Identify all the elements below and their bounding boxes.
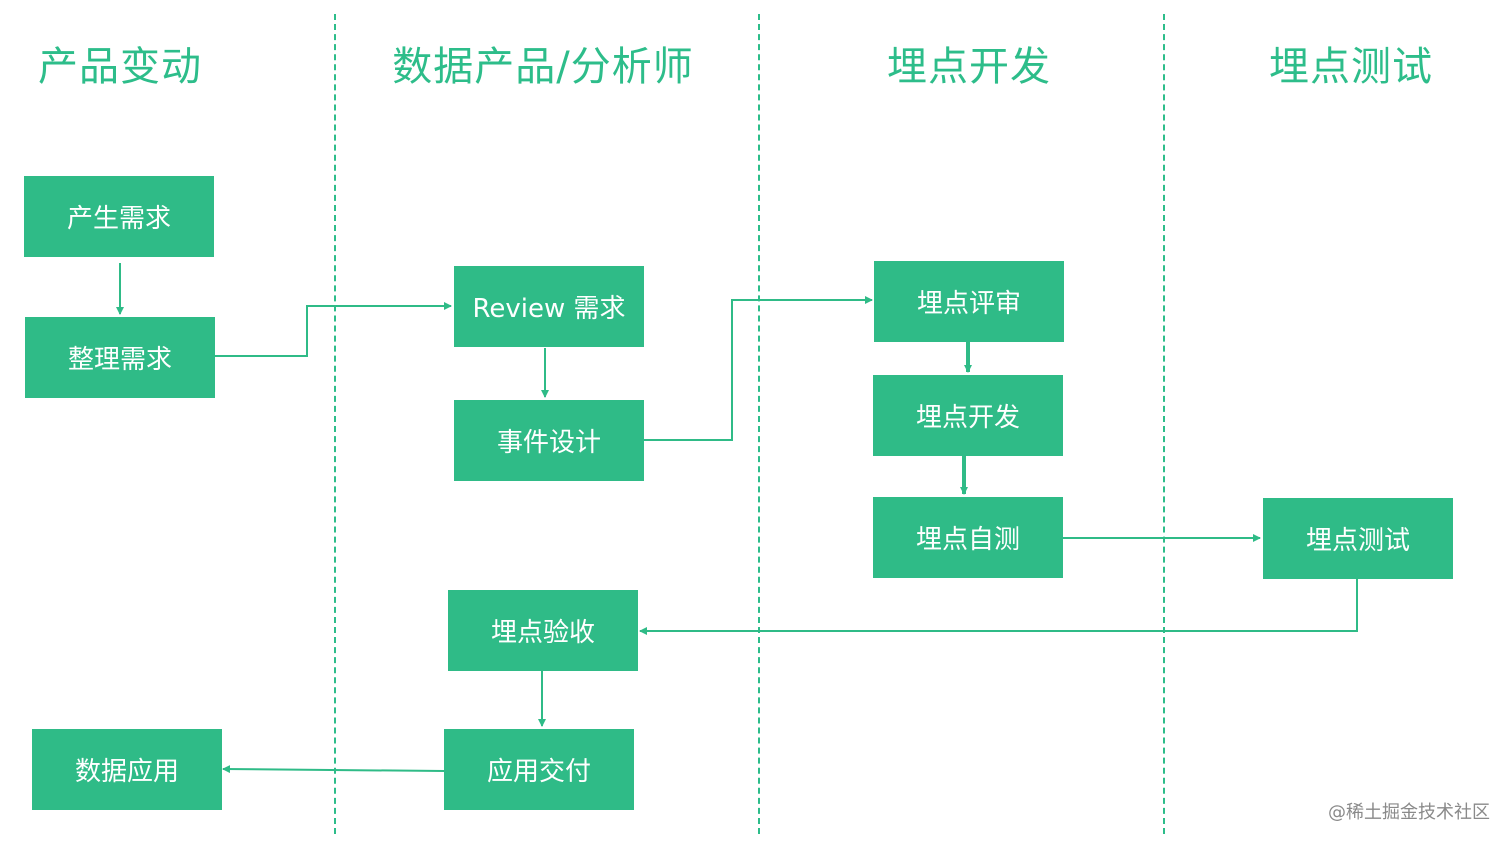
node-label: 埋点开发 — [915, 403, 1020, 433]
node-data-application: 数据应用 — [32, 729, 222, 810]
node-tracking-review: 埋点评审 — [874, 261, 1064, 342]
lane-divider — [1163, 14, 1165, 834]
arrow-design-to-tracking-review — [643, 296, 873, 441]
node-acceptance: 埋点验收 — [448, 590, 638, 671]
node-review-requirement: Review 需求 — [454, 266, 644, 347]
node-event-design: 事件设计 — [454, 400, 644, 481]
node-label: 数据应用 — [74, 757, 179, 787]
node-label: 事件设计 — [496, 428, 601, 458]
node-label: 应用交付 — [486, 757, 591, 787]
node-create-requirement: 产生需求 — [24, 176, 214, 257]
node-label: 产生需求 — [66, 204, 171, 234]
node-self-test: 埋点自测 — [873, 497, 1063, 578]
lane-divider — [334, 14, 336, 834]
node-delivery: 应用交付 — [444, 729, 634, 810]
node-label: Review 需求 — [472, 294, 626, 324]
node-label: 埋点评审 — [916, 289, 1021, 319]
lane-title-data-analyst: 数据产品/分析师 — [392, 44, 694, 90]
lane-title-product: 产品变动 — [38, 44, 202, 90]
lane-divider — [758, 14, 760, 834]
node-tracking-test: 埋点测试 — [1263, 498, 1453, 579]
node-label: 埋点验收 — [490, 618, 595, 648]
node-organize-requirement: 整理需求 — [25, 317, 215, 398]
node-label: 整理需求 — [67, 345, 172, 375]
node-label: 埋点自测 — [915, 525, 1020, 555]
watermark: @稀土掘金技术社区 — [1328, 802, 1490, 823]
arrow-test-to-acceptance — [639, 579, 1358, 635]
lane-title-dev: 埋点开发 — [887, 44, 1051, 90]
arrow-organize-to-review — [215, 302, 452, 357]
node-label: 埋点测试 — [1305, 526, 1410, 556]
lane-title-test: 埋点测试 — [1269, 44, 1433, 90]
node-tracking-dev: 埋点开发 — [873, 375, 1063, 456]
arrow-delivery-to-data-app — [222, 765, 445, 774]
